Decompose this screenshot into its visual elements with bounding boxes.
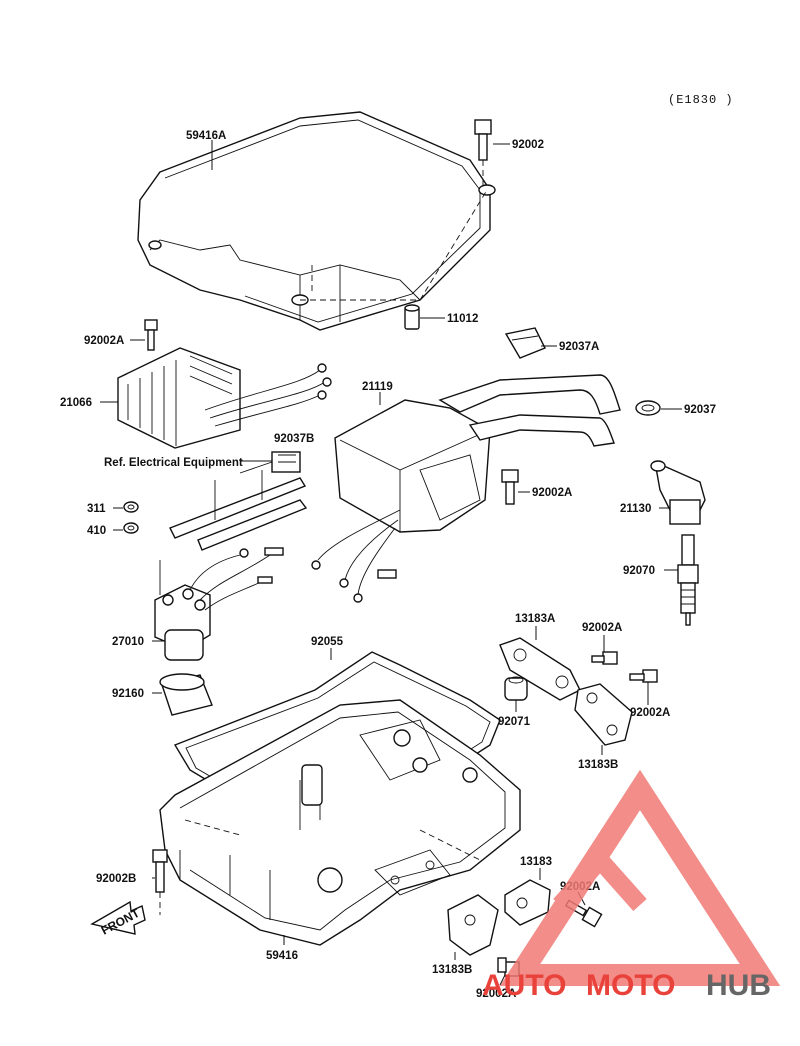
regulator-21066: [117, 319, 332, 449]
watermark-logo: [499, 769, 781, 986]
label-59416: 59416: [266, 950, 298, 962]
label-92002: 92002: [512, 139, 544, 151]
label-92002a: 92002A: [582, 622, 622, 634]
lower-case-59416: [159, 699, 521, 946]
ref-electrical-equipment: Ref. Electrical Equipment: [104, 457, 243, 469]
bolt-92002a-coil: [501, 469, 519, 505]
top-cover: [137, 111, 496, 331]
label-13183b: 13183B: [432, 964, 472, 976]
label-92055: 92055: [311, 636, 344, 648]
watermark-m-icon: [553, 846, 647, 911]
bolt-92002b: [152, 849, 168, 915]
label-21066: 21066: [60, 397, 92, 409]
collar-11012: [404, 304, 420, 330]
clamp-92037a: [504, 327, 546, 359]
label-21130: 21130: [620, 503, 651, 515]
diagram-code: (E1830 ): [668, 93, 734, 107]
washer-410: [123, 522, 139, 534]
label-92037a: 92037A: [559, 341, 599, 353]
label-92002a: 92002A: [630, 707, 670, 719]
label-92037: 92037: [684, 404, 716, 416]
bracket-13183b-upper: [574, 683, 633, 746]
grommet-92071: [504, 676, 528, 701]
label-92002a: 92002A: [84, 335, 124, 347]
label-410: 410: [87, 525, 106, 537]
clamp-92037: [635, 400, 661, 416]
ignition-coil-21119: [311, 374, 621, 603]
label-21119: 21119: [362, 381, 393, 393]
bracket-13183: [504, 879, 551, 926]
label-92002a: 92002A: [532, 487, 572, 499]
label-59416a: 59416A: [186, 130, 226, 142]
label-13183b: 13183B: [578, 759, 618, 771]
spark-plug-92070: [677, 534, 699, 626]
label-11012: 11012: [447, 313, 478, 325]
label-92071: 92071: [498, 716, 531, 728]
watermark-moto: MOTO: [586, 969, 675, 1002]
watermark-hub: HUB: [706, 969, 771, 1002]
label-92160: 92160: [112, 688, 144, 700]
label-13183a: 13183A: [515, 613, 555, 625]
label-27010: 27010: [112, 636, 144, 648]
starter-leads: [169, 451, 308, 551]
label-92002b: 92002B: [96, 873, 136, 885]
watermark-text: AUTO MOTO HUB: [482, 969, 771, 1002]
relay-27010: [154, 547, 284, 661]
label-92002a: 92002A: [476, 988, 516, 1000]
bracket-13183b-lower: [447, 894, 499, 956]
label-92070: 92070: [623, 565, 655, 577]
cover-92160: [159, 673, 213, 716]
bolt-92002a-right-1: [591, 651, 618, 665]
front-arrow-icon: FRONT: [90, 900, 146, 938]
plug-cap-21130: [650, 460, 706, 525]
label-13183: 13183: [520, 856, 552, 868]
label-311: 311: [87, 503, 106, 515]
bolt-92002a-right-2: [629, 669, 658, 683]
nut-311: [123, 501, 139, 513]
watermark-auto: AUTO: [482, 969, 566, 1002]
label-92037b: 92037B: [274, 433, 314, 445]
bolt-92002: [474, 119, 492, 185]
part-labels: 59416A 92002 11012 92002A 92037A 21066 2…: [60, 130, 716, 1000]
watermark-triangle-icon: [499, 769, 781, 986]
